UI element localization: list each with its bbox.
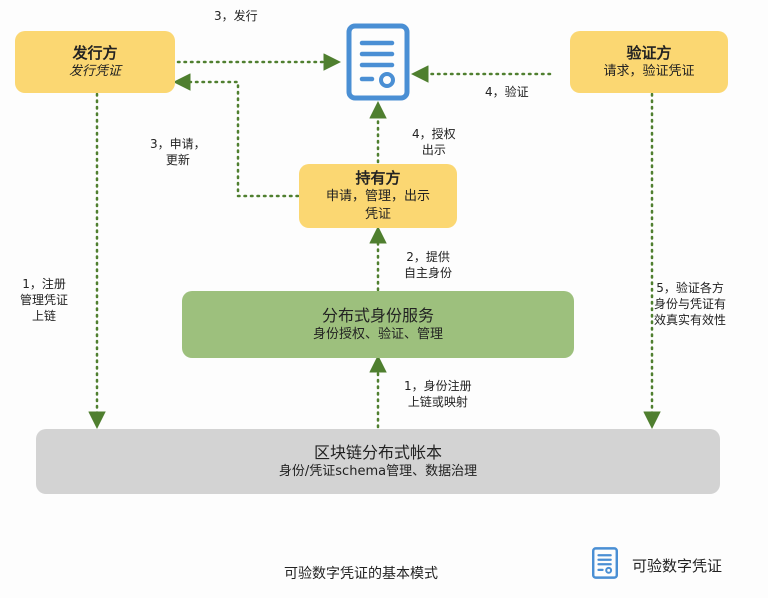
issuer-title: 发行方 — [72, 44, 118, 62]
label-identity-register-line1: 1，身份注册 — [404, 379, 472, 393]
ledger-subtitle: 身份/凭证schema管理、数据治理 — [278, 463, 478, 479]
did-service-box: 分布式身份服务 身份授权、验证、管理 — [182, 291, 574, 358]
legend-document-icon — [592, 547, 618, 579]
holder-title: 持有方 — [355, 169, 401, 187]
did-service-subtitle: 身份授权、验证、管理 — [312, 326, 443, 342]
verifier-box: 验证方 请求，验证凭证 — [570, 31, 728, 93]
label-verify: 4，验证 — [485, 85, 529, 99]
ledger-title: 区块链分布式帐本 — [313, 442, 442, 462]
label-authorize-line1: 4，授权 — [412, 127, 456, 141]
label-register: 1，注册 管理凭证 上链 — [20, 276, 68, 324]
credential-document-icon — [346, 23, 410, 101]
issuer-box: 发行方 发行凭证 — [15, 31, 175, 93]
label-apply: 3，申请， 更新 — [150, 136, 206, 168]
holder-subtitle-line1: 申请，管理，出示 — [325, 189, 430, 204]
did-service-title: 分布式身份服务 — [321, 305, 434, 325]
label-register-line2: 管理凭证 — [20, 293, 69, 307]
issuer-subtitle: 发行凭证 — [68, 64, 121, 79]
holder-box: 持有方 申请，管理，出示 凭证 — [299, 164, 457, 228]
label-verify-each-line1: 5，验证各方 — [656, 281, 724, 295]
label-apply-line2: 更新 — [165, 153, 190, 167]
label-provide-line2: 自主身份 — [404, 266, 453, 280]
label-authorize-line2: 出示 — [421, 143, 446, 157]
label-verify-each-line2: 身份与凭证有 — [654, 297, 727, 311]
label-register-line3: 上链 — [32, 309, 57, 323]
label-identity-register-line2: 上链或映射 — [407, 395, 468, 409]
label-provide-line1: 2，提供 — [406, 250, 450, 264]
label-issue: 3，发行 — [214, 9, 258, 23]
label-verify-each-line3: 效真实有效性 — [654, 313, 727, 327]
label-provide: 2，提供 自主身份 — [404, 249, 452, 281]
arrow-apply — [173, 73, 300, 198]
verifier-title: 验证方 — [626, 44, 672, 62]
holder-subtitle-line2: 凭证 — [364, 207, 391, 222]
label-verify-each: 5，验证各方 身份与凭证有 效真实有效性 — [654, 280, 726, 328]
label-apply-line1: 3，申请， — [150, 137, 206, 151]
label-register-line1: 1，注册 — [22, 277, 66, 291]
diagram-caption: 可验数字凭证的基本模式 — [284, 566, 438, 582]
legend-label: 可验数字凭证 — [632, 557, 723, 575]
ledger-box: 区块链分布式帐本 身份/凭证schema管理、数据治理 — [36, 429, 720, 494]
verifier-subtitle: 请求，验证凭证 — [603, 64, 695, 79]
label-identity-register: 1，身份注册 上链或映射 — [404, 378, 472, 410]
label-authorize: 4，授权 出示 — [412, 126, 456, 158]
